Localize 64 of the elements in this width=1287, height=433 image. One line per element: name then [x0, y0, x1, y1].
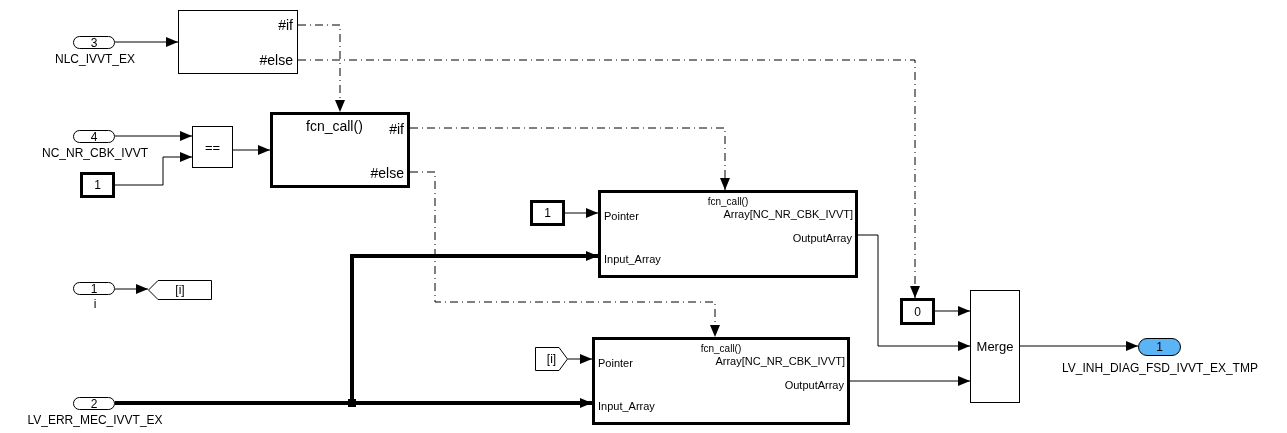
constant-value: 0: [914, 305, 921, 318]
port-name: NLC_IVVT_EX: [55, 53, 135, 66]
signal-line: [297, 24, 345, 113]
signal-line: [849, 376, 971, 386]
port-label: #else: [370, 167, 404, 180]
port-label: #if: [389, 123, 404, 136]
block-label: Array[NC_NR_CBK_IVVT]: [723, 208, 853, 221]
block-label: fcn_call(): [699, 342, 743, 355]
relational-operator-block: [192, 126, 233, 168]
signal-line: [114, 152, 193, 186]
constant-value: 1: [544, 207, 551, 219]
merge-block: [970, 290, 1020, 403]
signal-line: [114, 131, 193, 141]
outport-block: [1138, 338, 1181, 356]
signal-line: [114, 37, 179, 47]
signal-line: [857, 234, 971, 351]
block-label: fcn_call(): [306, 120, 363, 133]
signal-line: [232, 145, 271, 155]
signal-line: [409, 171, 720, 338]
inport-block: [73, 397, 115, 410]
port-number: 1: [90, 282, 98, 295]
constant-block: [80, 172, 115, 198]
port-name: LV_INH_DIAG_FSD_IVVT_EX_TMP: [1062, 362, 1258, 375]
port-label: Input_Array: [604, 253, 661, 266]
port-number: 4: [90, 130, 98, 143]
port-name: NC_NR_CBK_IVVT: [42, 147, 148, 160]
port-number: 1: [1156, 341, 1163, 353]
constant-block: [900, 298, 935, 325]
from-tag: [535, 347, 568, 371]
signal-line: [409, 127, 730, 191]
signal-line: [297, 59, 920, 299]
port-number: 2: [90, 397, 98, 410]
action-subsystem-block: [270, 112, 410, 188]
block-label: Array[NC_NR_CBK_IVVT]: [715, 355, 845, 368]
constant-value: 1: [94, 179, 101, 191]
signal-line: [115, 398, 592, 408]
signal-line: [1019, 341, 1139, 351]
signal-line: [114, 284, 149, 294]
signal-line: [934, 306, 971, 316]
signal-line: [567, 354, 593, 364]
port-name: LV_ERR_MEC_IVVT_EX: [27, 414, 163, 427]
port-number: 3: [90, 36, 98, 49]
tag-label: [i]: [175, 284, 185, 296]
signal-line: [564, 208, 599, 218]
inport-block: [73, 130, 115, 143]
block-label: ==: [204, 140, 221, 154]
assignment-subsystem-block: [592, 337, 850, 425]
goto-tag: [148, 280, 212, 300]
inport-block: [73, 282, 115, 295]
inport-block: [73, 36, 115, 49]
port-label: Input_Array: [598, 400, 655, 413]
port-label: Pointer: [598, 357, 633, 370]
port-name: i: [93, 298, 97, 311]
port-label: OutputArray: [792, 232, 852, 245]
tag-label: [i]: [546, 353, 557, 365]
port-label: OutputArray: [784, 379, 844, 392]
block-label: fcn_call(): [706, 195, 750, 208]
if-block: [178, 10, 298, 74]
port-label: Pointer: [604, 210, 639, 223]
block-label: Merge: [976, 340, 1014, 353]
assignment-subsystem-block: [598, 190, 858, 278]
port-label: #else: [259, 54, 293, 67]
constant-block: [530, 200, 565, 226]
port-label: #if: [278, 19, 293, 32]
